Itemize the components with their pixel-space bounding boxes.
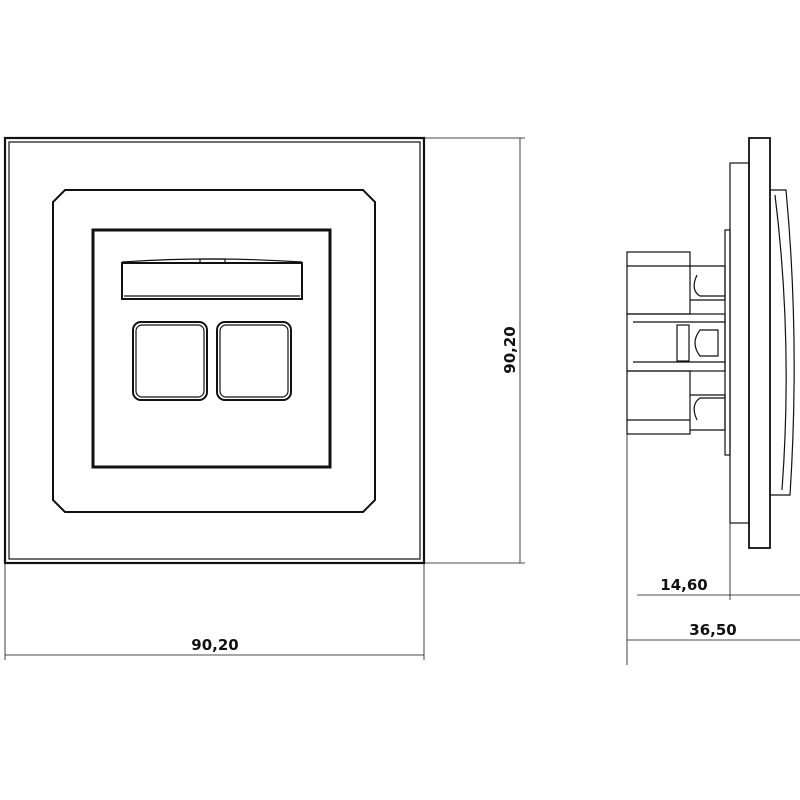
height-dimension-label: 90,20 (501, 326, 519, 373)
side-box-top (626, 251, 691, 315)
side-frame (729, 162, 750, 524)
width-dimension (4, 563, 425, 660)
port-1 (132, 321, 208, 401)
width-dimension-label: 90,20 (191, 636, 238, 654)
inner-frame (52, 189, 376, 513)
port-2 (216, 321, 292, 401)
height-dimension (424, 137, 525, 564)
depth-front-label: 14,60 (660, 576, 707, 594)
outer-frame-inner-edge (8, 141, 421, 560)
side-button (770, 189, 795, 496)
side-mount (724, 229, 731, 456)
depth-dimensions (626, 434, 800, 665)
depth-total-label: 36,50 (689, 621, 736, 639)
side-box-bottom (626, 370, 691, 435)
side-plate (748, 137, 771, 549)
front-view (3, 136, 525, 660)
label-holder (121, 258, 303, 300)
module (91, 228, 332, 469)
side-view (626, 137, 800, 665)
outer-frame (3, 136, 426, 565)
